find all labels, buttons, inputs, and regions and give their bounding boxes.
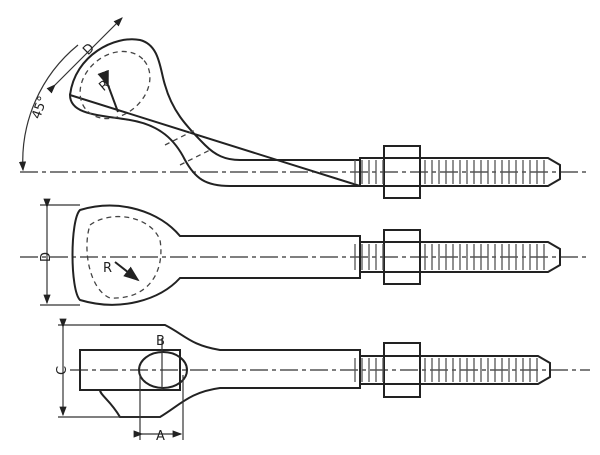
angle-arc [18,44,79,172]
hex-nut [383,342,421,398]
radius-label: R [103,261,112,276]
hex-nut [383,145,421,199]
clevis-eye-bolt-view: B C A [55,318,590,444]
threaded-shank [359,241,561,273]
eye-hole [79,50,151,120]
eye-outline [71,204,361,306]
diameter-label: D [80,41,98,59]
radius-arrow [114,261,140,282]
angle-label: 45° [29,94,51,121]
threaded-shank [359,145,561,199]
straight-eye-bolt-view: R D [20,198,590,306]
threaded-shank [359,355,551,385]
diameter-label: D [39,252,54,262]
width-label: A [156,429,165,444]
bent-eye-bolt-view: R D 45° [18,17,590,199]
bend-lines [164,129,211,166]
bent-eye-outline [68,38,361,187]
hex-nut [383,229,421,285]
clevis-slot [79,349,181,391]
pin-label: B [156,334,165,349]
thread-ridges [354,160,545,382]
diameter-dimension [46,17,123,94]
clevis-outline [99,324,361,418]
pin-hole [138,351,188,389]
height-label: C [55,366,70,375]
